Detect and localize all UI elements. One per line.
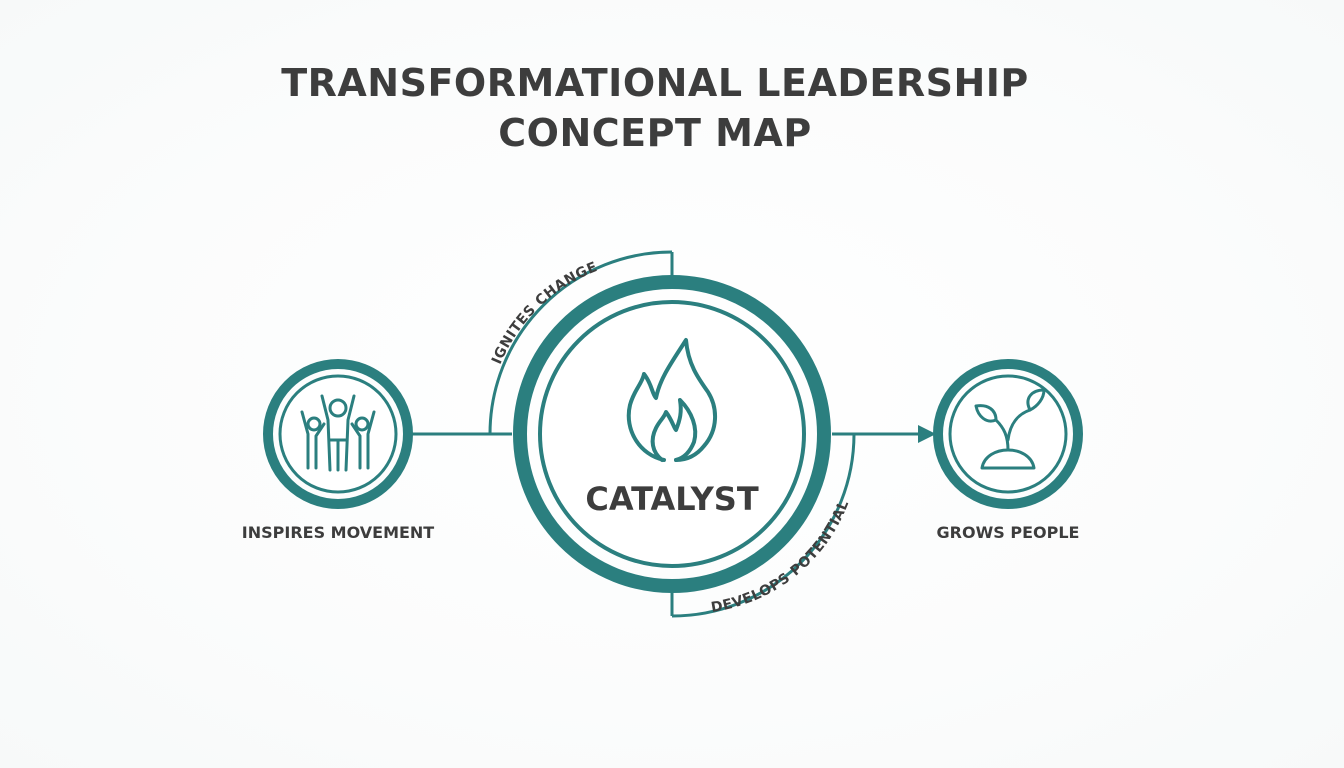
right-connector-arrow [832,425,936,443]
right-node: GROWS PEOPLE [933,359,1083,542]
title-line-1: TRANSFORMATIONAL LEADERSHIP [281,61,1029,105]
center-node-label: CATALYST [585,480,759,518]
title-line-2: CONCEPT MAP [498,111,812,155]
left-node: INSPIRES MOVEMENT [242,359,435,542]
bottom-bracket-arc [670,433,856,618]
people-celebrating-icon [300,394,376,472]
page-title: TRANSFORMATIONAL LEADERSHIP CONCEPT MAP [0,58,1310,158]
right-node-label: GROWS PEOPLE [937,523,1080,542]
center-node: CATALYST [513,275,831,593]
sprout-icon [974,388,1046,470]
left-node-label: INSPIRES MOVEMENT [242,523,435,542]
top-bracket-arc [488,250,674,435]
flame-icon [626,338,717,462]
